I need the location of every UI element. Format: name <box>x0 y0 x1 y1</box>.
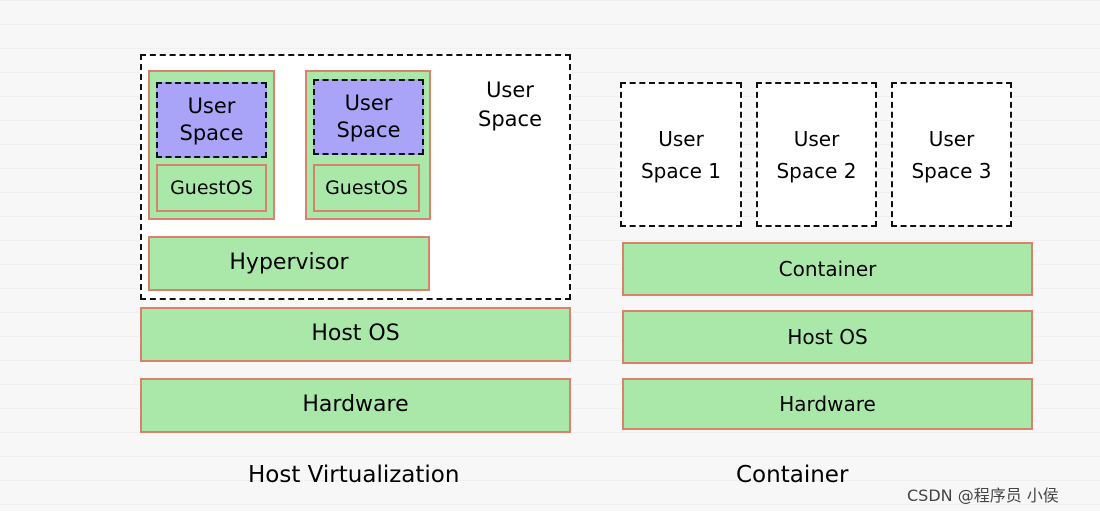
hv-hardware-layer: Hardware <box>140 378 571 433</box>
host-virtualization-caption: Host Virtualization <box>248 462 460 488</box>
container-hardware-layer: Hardware <box>622 378 1033 430</box>
container-user-space-2: User Space 2 <box>756 82 877 227</box>
container-user-space-3: User Space 3 <box>891 82 1012 227</box>
container-host-os-layer: Host OS <box>622 310 1033 364</box>
container-caption: Container <box>736 462 849 488</box>
vm2-guest-os: GuestOS <box>313 164 420 212</box>
vm1-user-space: User Space <box>156 82 267 158</box>
hypervisor-layer: Hypervisor <box>148 236 430 291</box>
container-user-space-1: User Space 1 <box>620 82 742 227</box>
user-space-region-label: User Space <box>478 78 542 132</box>
vm1-guest-os: GuestOS <box>156 164 267 212</box>
watermark: CSDN @程序员 小侯 <box>907 486 1059 505</box>
vm2-user-space: User Space <box>313 79 424 155</box>
hv-host-os-layer: Host OS <box>140 307 571 362</box>
container-layer: Container <box>622 242 1033 296</box>
